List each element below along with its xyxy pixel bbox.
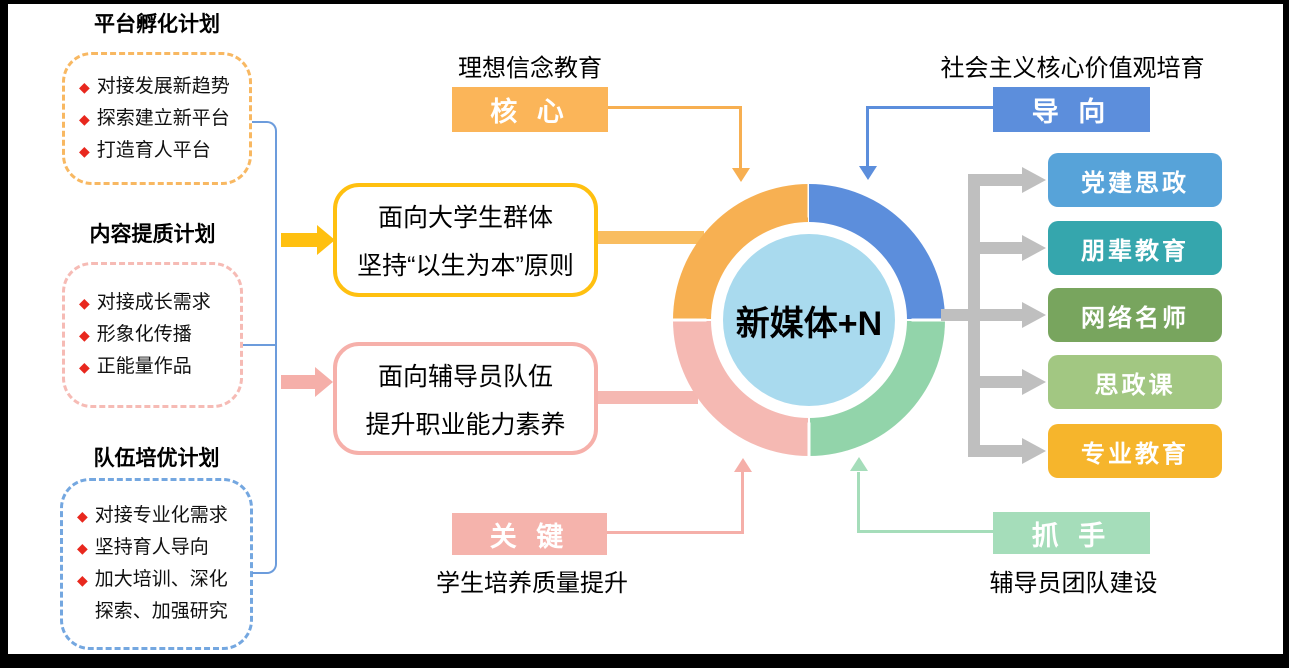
- outcome-box-ideology-course: 思政课: [1048, 355, 1222, 409]
- gray-branch: [974, 376, 1022, 388]
- list-item: ◆ 打造育人平台: [79, 135, 241, 167]
- gray-branch: [974, 445, 1022, 457]
- elbow-pink-v: [741, 472, 744, 534]
- diamond-bullet-icon: ◆: [77, 540, 88, 556]
- gray-arrow-icon: [1022, 438, 1046, 464]
- list-item: ◆ 对接专业化需求: [77, 500, 242, 532]
- arrow-up-green-icon: [850, 457, 868, 471]
- gray-arrow-icon: [1022, 167, 1046, 193]
- section-box-content-plan: ◆ 对接成长需求 ◆ 形象化传播 ◆ 正能量作品: [62, 262, 243, 408]
- list-item-label: 对接发展新趋势: [96, 75, 230, 97]
- diamond-bullet-icon: ◆: [79, 295, 90, 311]
- principle-line: 面向大学生群体: [377, 204, 553, 232]
- gray-branch: [974, 174, 1022, 186]
- outcome-box-online-teachers: 网络名师: [1048, 288, 1222, 342]
- principle-line: 坚持“以生为本”原则: [357, 252, 574, 280]
- elbow-pink-h: [607, 531, 744, 534]
- tag-handle: 抓 手: [993, 512, 1150, 554]
- principle-line: 提升职业能力素养: [365, 410, 566, 439]
- arrow-up-pink-icon: [734, 458, 752, 472]
- arrow-down-orange-icon: [732, 168, 750, 182]
- connector-pink-bar: [598, 391, 698, 404]
- section-box-platform-plan: ◆ 对接发展新趋势 ◆ 探索建立新平台 ◆ 打造育人平台: [62, 52, 252, 185]
- diamond-bullet-icon: ◆: [79, 327, 90, 343]
- list-item-label: 探索建立新平台: [96, 107, 230, 129]
- diamond-bullet-icon: ◆: [79, 359, 90, 375]
- frame-right: [1283, 0, 1289, 668]
- list-item-label: 正能量作品: [96, 356, 192, 377]
- elbow-green-h: [858, 530, 993, 533]
- flow-arrow-yellow-head-icon: [317, 225, 335, 255]
- outcome-box-party-building: 党建思政: [1048, 153, 1222, 207]
- frame-left: [0, 0, 8, 668]
- list-item: ◆ 探索建立新平台: [79, 103, 241, 135]
- arrow-down-blue-icon: [859, 166, 877, 180]
- list-item-label: 对接成长需求: [96, 292, 211, 313]
- list-item: ◆ 形象化传播: [79, 319, 232, 351]
- bracket-connector: [252, 121, 277, 574]
- frame-bottom: [0, 654, 1289, 668]
- section-box-team-plan: ◆ 对接专业化需求 ◆ 坚持育人导向 ◆ 加大培训、深化探索、加强研究: [60, 478, 253, 650]
- gray-arrow-icon: [1022, 302, 1046, 328]
- principle-box-students: 面向大学生群体 坚持“以生为本”原则: [333, 183, 598, 297]
- list-item: ◆ 对接成长需求: [79, 287, 232, 319]
- connector-yellow-bar: [598, 231, 704, 244]
- label-core-values-cultivation: 社会主义核心价值观培育: [940, 55, 1205, 82]
- list-item: ◆ 正能量作品: [79, 351, 232, 383]
- label-ideal-belief-education: 理想信念教育: [458, 55, 602, 82]
- diamond-bullet-icon: ◆: [77, 508, 88, 524]
- outcome-box-professional-education: 专业教育: [1048, 424, 1222, 478]
- flow-arrow-yellow: [281, 233, 317, 247]
- elbow-orange-h: [608, 106, 742, 109]
- flow-arrow-pink-head-icon: [315, 367, 333, 397]
- elbow-blue-v: [866, 106, 869, 166]
- tag-orientation: 导 向: [993, 87, 1150, 132]
- center-label: 新媒体+N: [723, 234, 895, 406]
- diamond-bullet-icon: ◆: [79, 78, 90, 95]
- principle-line: 面向辅导员队伍: [377, 362, 553, 391]
- label-counselor-team: 辅导员团队建设: [989, 570, 1158, 597]
- elbow-blue-h: [867, 106, 993, 109]
- elbow-green-v: [857, 472, 860, 533]
- tag-core: 核 心: [452, 87, 608, 132]
- section-title-platform-plan: 平台孵化计划: [94, 13, 220, 36]
- list-item: ◆ 坚持育人导向: [77, 532, 242, 564]
- flow-arrow-pink: [281, 375, 315, 389]
- gray-arrow-icon: [1022, 369, 1046, 395]
- list-item: ◆ 加大培训、深化探索、加强研究: [77, 564, 242, 628]
- gray-branch: [941, 309, 1022, 321]
- gray-arrow-icon: [1022, 235, 1046, 261]
- section-title-content-plan: 内容提质计划: [89, 223, 216, 246]
- elbow-orange-v: [739, 106, 742, 168]
- frame-top: [0, 0, 1289, 4]
- diamond-bullet-icon: ◆: [77, 572, 88, 588]
- list-item-label: 坚持育人导向: [94, 537, 209, 558]
- list-item-label: 打造育人平台: [96, 139, 211, 161]
- gray-branch: [974, 242, 1022, 254]
- outcome-box-peer-education: 朋辈教育: [1048, 221, 1222, 275]
- diamond-bullet-icon: ◆: [79, 110, 90, 127]
- tag-key: 关 键: [452, 513, 607, 555]
- list-item-label: 对接专业化需求: [94, 505, 228, 526]
- list-item: ◆ 对接发展新趋势: [79, 71, 241, 103]
- label-student-quality: 学生培养质量提升: [436, 570, 628, 597]
- section-title-team-plan: 队伍培优计划: [93, 447, 220, 470]
- list-item-label: 形象化传播: [96, 324, 192, 345]
- bracket-connector-stub: [243, 344, 275, 346]
- principle-box-counselors: 面向辅导员队伍 提升职业能力素养: [333, 342, 598, 455]
- diamond-bullet-icon: ◆: [79, 142, 90, 159]
- list-item-label: 加大培训、深化探索、加强研究: [94, 569, 228, 622]
